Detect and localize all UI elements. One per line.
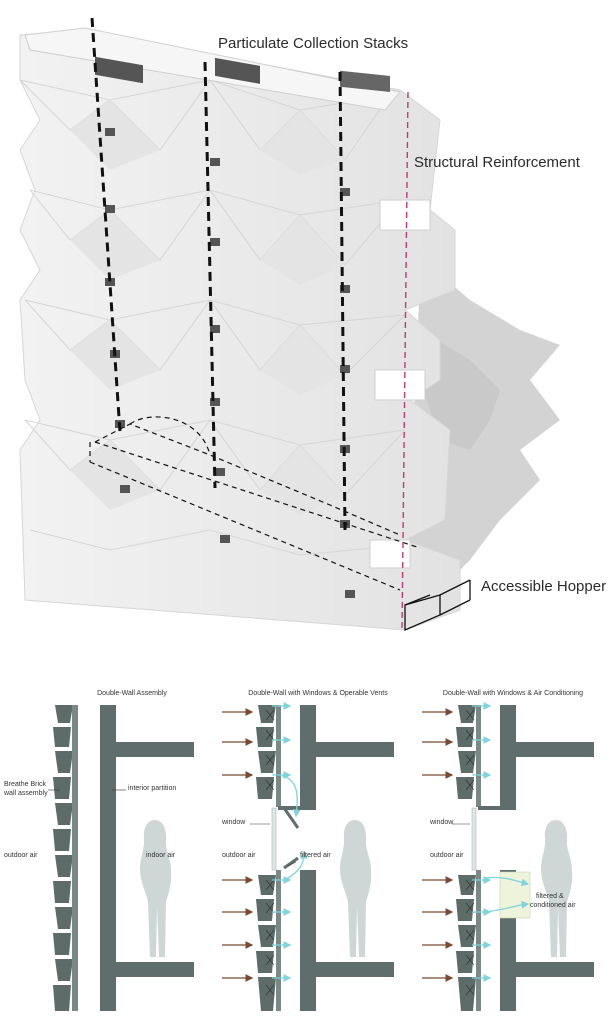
panel-3-title: Double-Wall with Windows & Air Condition… <box>442 690 584 697</box>
label-brick-assembly-2: wall assembly <box>4 790 48 797</box>
label-accessible-hopper: Accessible Hopper <box>481 578 607 595</box>
label-particulate-stacks: Particulate Collection Stacks <box>218 35 409 52</box>
label-outdoor-air-2: outdoor air <box>222 852 256 859</box>
label-brick-assembly-1: Breathe Brick <box>4 781 47 788</box>
label-indoor-air: indoor air <box>146 852 176 859</box>
stack-lines <box>90 17 347 531</box>
label-conditioned-air-1: filtered & <box>536 893 564 900</box>
label-conditioned-air-2: conditioned air <box>530 902 576 909</box>
label-interior-partition: interior partition <box>128 785 177 792</box>
stack-cap-1 <box>95 56 143 84</box>
stack-cap-2 <box>215 57 260 84</box>
hopper-outline <box>89 416 421 591</box>
label-filtered-air: filtered air <box>300 852 331 859</box>
label-window-3: window <box>430 819 454 826</box>
hopper-box <box>404 579 471 631</box>
label-window-2: window <box>222 819 246 826</box>
panel-1-assembly <box>48 705 194 1011</box>
panel-1-title: Double-Wall Assembly <box>97 690 167 697</box>
label-outdoor-air-1: outdoor air <box>4 852 38 859</box>
panel-2-operable-vents <box>222 702 394 1011</box>
label-outdoor-air-3: outdoor air <box>430 852 464 859</box>
panel-3-air-conditioning <box>422 702 594 1011</box>
panel-2-title: Double-Wall with Windows & Operable Vent… <box>248 690 388 697</box>
stack-cap-3 <box>340 70 390 92</box>
ac-unit <box>499 871 531 919</box>
label-structural-reinforcement: Structural Reinforcement <box>414 154 580 171</box>
breathe-brick-wall-render <box>19 17 560 631</box>
